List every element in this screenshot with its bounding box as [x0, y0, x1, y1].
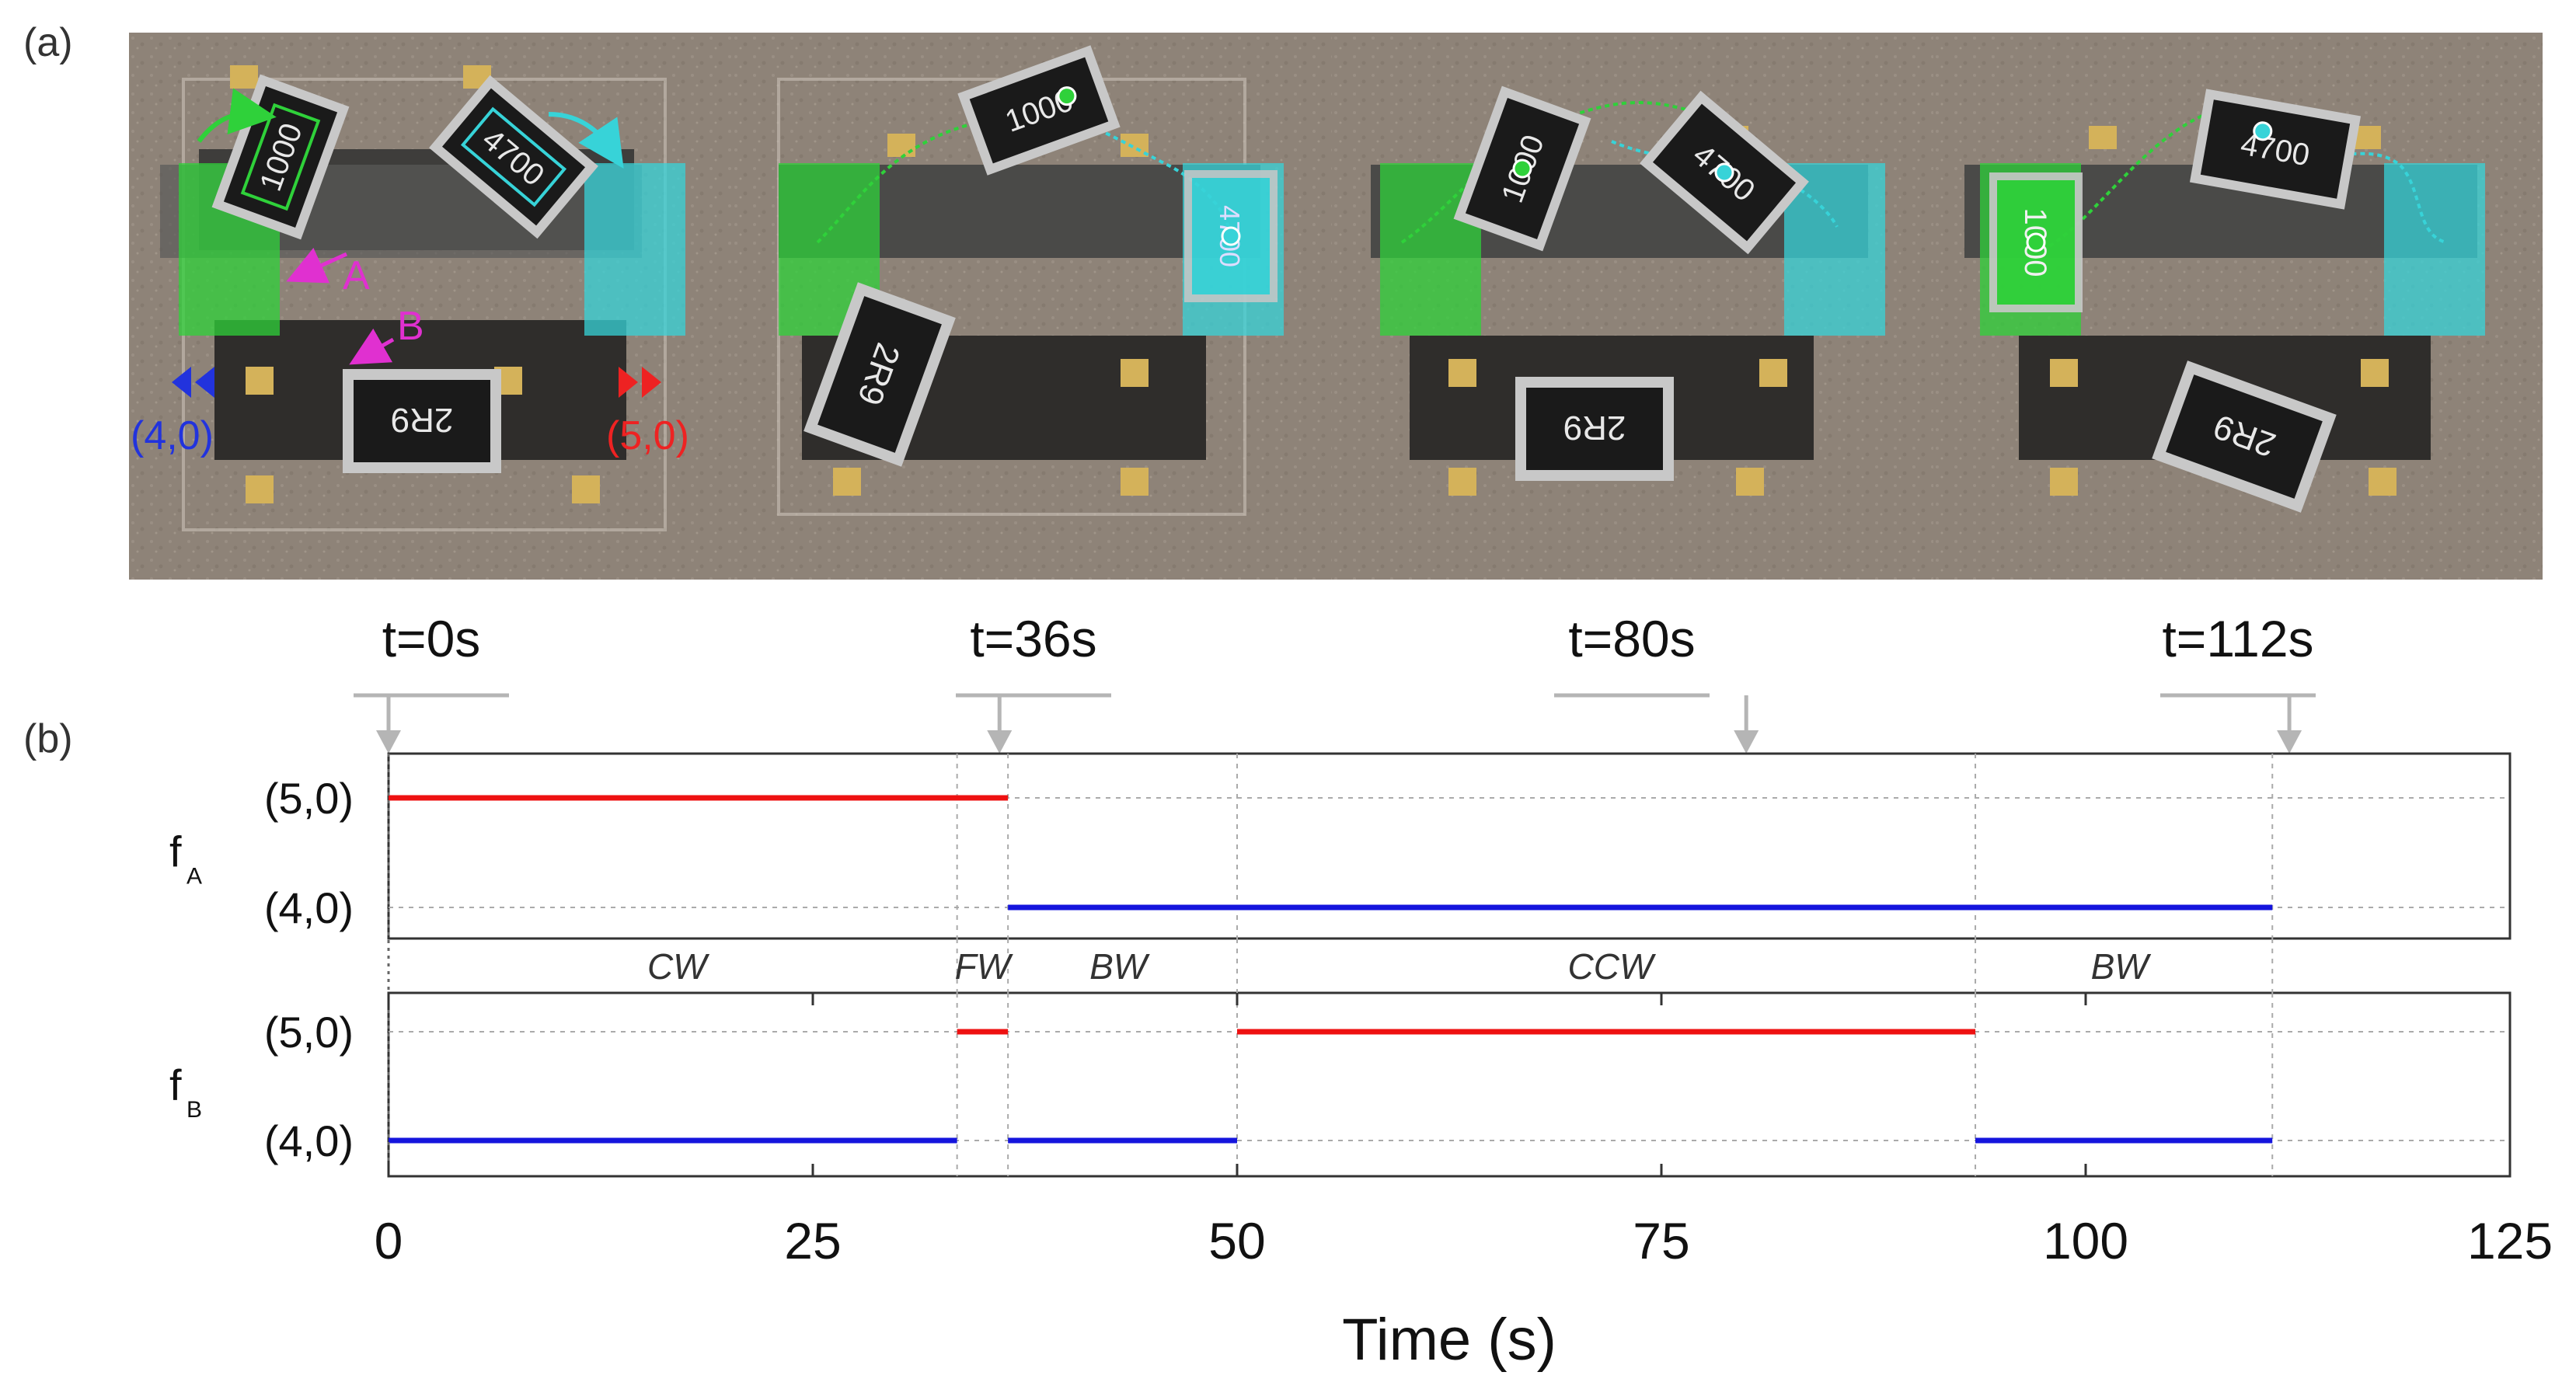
subplot-label-subscript: A	[186, 864, 202, 890]
time-labels: t=0s t=36s t=80s t=112s	[382, 610, 2314, 667]
resistor-chip-a: 1000	[1989, 172, 2083, 312]
subplot-fA: (5,0) (4,0) fA	[169, 752, 2512, 940]
fixed-resistor-chip: 2R9	[2152, 360, 2337, 513]
x-tick-label: 25	[784, 1212, 841, 1269]
time-marker-arrow	[376, 730, 401, 754]
y-tick-label: (4,0)	[264, 883, 354, 932]
phase-label: BW	[2091, 946, 2152, 987]
y-tick-label: (4,0)	[264, 1116, 354, 1165]
photo-frame-4: 1000 4700 2R9	[1933, 33, 2543, 580]
x-tick-label: 50	[1208, 1212, 1265, 1269]
phase-label: BW	[1089, 946, 1151, 987]
annotation-b: B	[397, 304, 424, 349]
right-signal-label: (5,0)	[606, 413, 689, 458]
subplot-label: f	[169, 827, 182, 876]
time-label-112s: t=112s	[2162, 610, 2313, 667]
phase-label: FW	[955, 946, 1014, 987]
right-direction-arrow	[619, 367, 661, 398]
subplot-label-subscript: B	[186, 1097, 202, 1123]
subplot-frame	[387, 991, 2512, 1178]
time-connector	[956, 693, 1111, 754]
chip-a-rotation-arrow	[197, 88, 277, 143]
subplot-frame	[387, 752, 2512, 940]
photo-frame-1: 1000 4700 2R9 A B (4,0)	[129, 33, 732, 580]
chip-b-rotation-arrow	[548, 112, 624, 169]
x-axis-label: Time (s)	[1342, 1307, 1556, 1373]
time-connector	[1554, 693, 1759, 754]
left-direction-arrow	[172, 367, 214, 398]
time-label-0s: t=0s	[382, 610, 481, 667]
time-connector	[2160, 693, 2316, 754]
time-connector	[354, 693, 509, 754]
cyan-target-zone	[584, 163, 685, 336]
photo-frame-2: 1000 4700 2R9	[732, 33, 1332, 580]
subplot-label: f	[169, 1060, 182, 1109]
x-tick-label: 75	[1633, 1212, 1689, 1269]
time-label-80s: t=80s	[1568, 610, 1695, 667]
subplot-fB: (5,0) (4,0) fB	[169, 991, 2512, 1178]
phase-label: CCW	[1568, 946, 1657, 987]
annotation-a: A	[343, 253, 370, 298]
time-label-36s: t=36s	[970, 610, 1096, 667]
resistor-chip-b: 4700	[1184, 170, 1278, 302]
fixed-resistor-chip: 2R9	[343, 369, 501, 473]
resistor-chip-b: 4700	[1640, 90, 1809, 255]
x-tick-label: 125	[2467, 1212, 2553, 1269]
photo-strip: 1000 4700 2R9 A B (4,0)	[129, 33, 2543, 580]
time-marker-arrow	[2277, 730, 2302, 754]
cyan-target-zone	[2384, 163, 2485, 336]
resistor-chip-b: 4700	[2189, 89, 2362, 210]
resistor-chip-b: 4700	[429, 75, 598, 239]
left-signal-label: (4,0)	[131, 413, 214, 458]
x-tick-label: 0	[375, 1212, 403, 1269]
time-marker-arrow	[987, 730, 1013, 754]
resistor-chip-a: 1000	[1453, 85, 1591, 252]
fixed-resistor-chip: 2R9	[803, 282, 956, 467]
fixed-chip-marking: 2R9	[391, 401, 454, 439]
photo-frame-3: 1000 4700 2R9	[1332, 33, 1933, 580]
y-tick-label: (5,0)	[264, 1008, 354, 1057]
phase-label: CW	[647, 946, 710, 987]
y-tick-label: (5,0)	[264, 774, 354, 823]
panel-b-label: (b)	[23, 716, 73, 761]
fixed-resistor-chip: 2R9	[1515, 377, 1674, 481]
time-marker-arrow	[1734, 730, 1759, 754]
x-tick-label: 100	[2043, 1212, 2128, 1269]
time-connectors	[354, 693, 2316, 754]
fixed-chip-marking: 2R9	[1563, 409, 1626, 447]
resistor-chip-a: 1000	[957, 45, 1121, 176]
panel-a-label: (a)	[23, 20, 73, 65]
